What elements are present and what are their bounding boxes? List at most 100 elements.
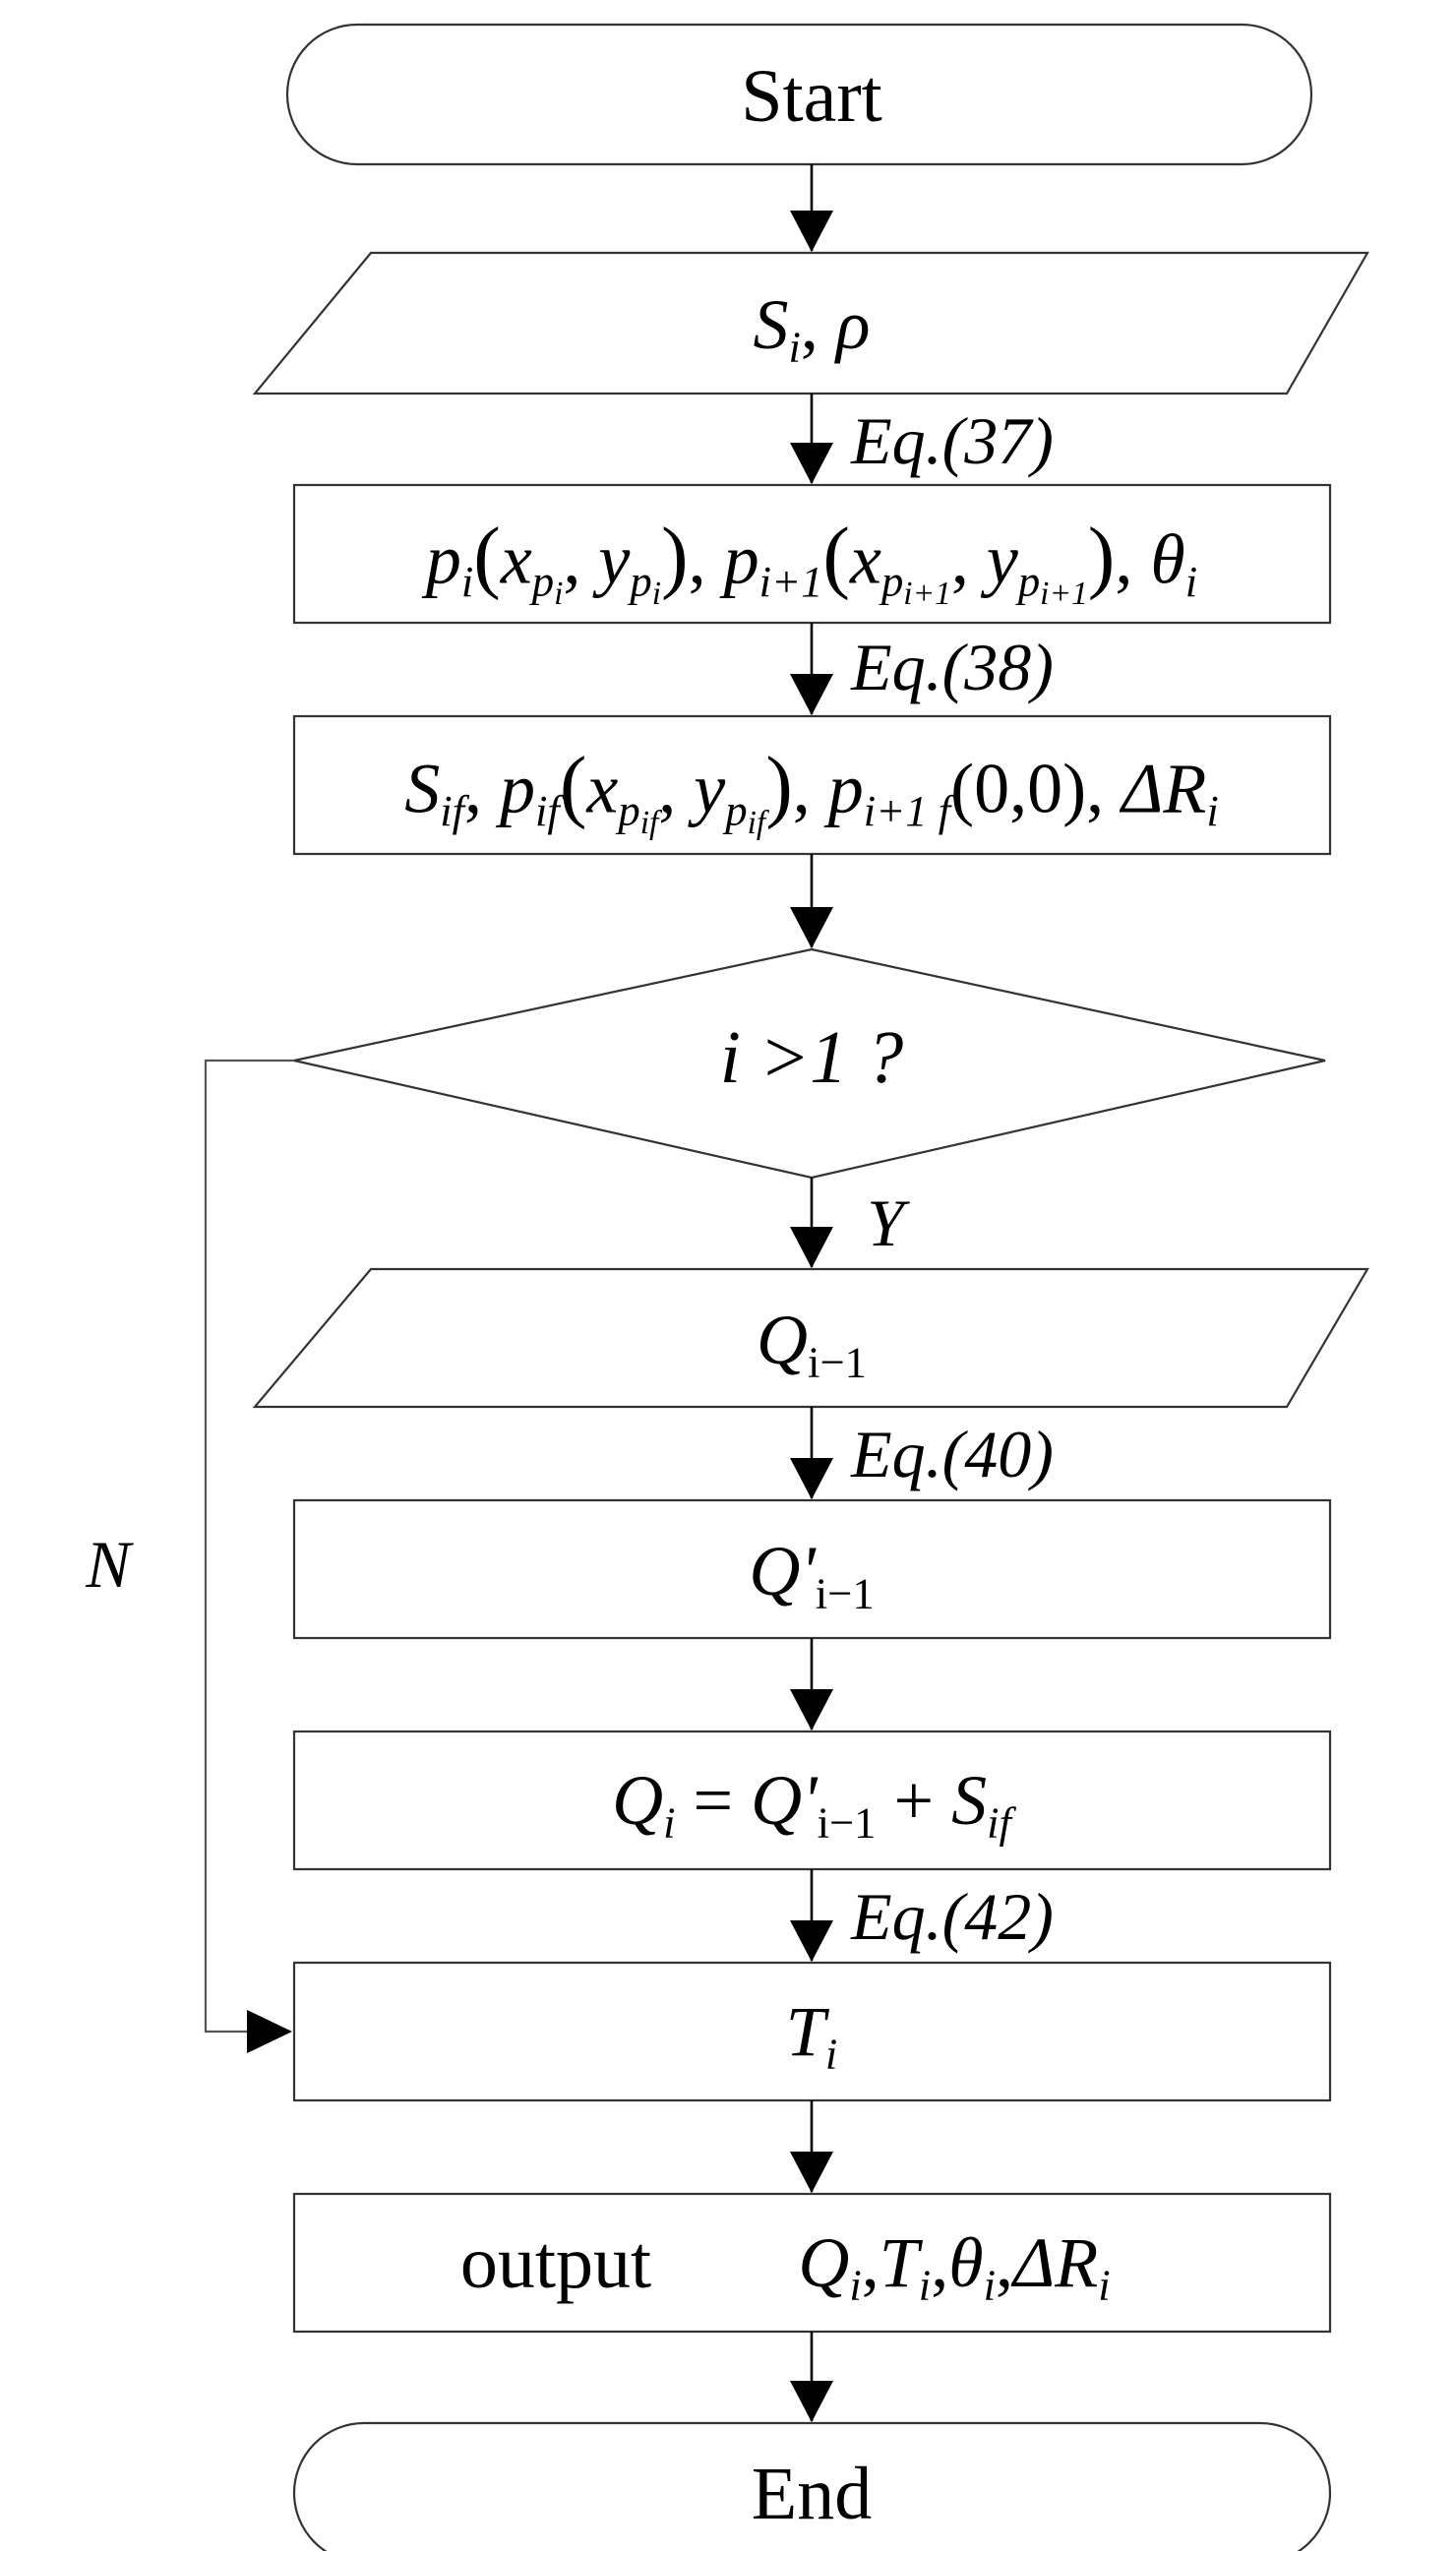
theta-symbol: θ bbox=[948, 2223, 984, 2302]
if-subscript: if bbox=[987, 1797, 1011, 1848]
q-symbol: Q bbox=[798, 2223, 850, 2302]
comma: , bbox=[464, 749, 501, 828]
p-subscript: p bbox=[630, 556, 652, 606]
t-label: Ti bbox=[786, 1996, 837, 2076]
right-paren: ) bbox=[661, 510, 689, 601]
i-subscript: i bbox=[983, 2260, 996, 2310]
s-symbol: S bbox=[951, 1761, 988, 1840]
p-subscript: p bbox=[531, 556, 555, 606]
comma: , bbox=[658, 749, 695, 828]
comma: , bbox=[792, 749, 828, 828]
comma: , bbox=[563, 519, 599, 599]
y-symbol: y bbox=[598, 519, 631, 599]
comma: , bbox=[800, 285, 836, 364]
input-q-box bbox=[252, 1267, 1369, 1409]
q-prime-symbol: Q' bbox=[749, 1532, 816, 1610]
arrowhead-6 bbox=[790, 1458, 833, 1499]
edge-label-eq40: Eq.(40) bbox=[851, 1417, 1054, 1491]
i-subscript: i bbox=[460, 556, 474, 606]
q-symbol: Q bbox=[612, 1761, 664, 1840]
no-branch-arrowhead bbox=[247, 2010, 292, 2053]
y-symbol: y bbox=[986, 519, 1018, 599]
i1f-subscript: i+1 f bbox=[863, 785, 951, 835]
points-label: pi(xpi, ypi), pi+1(xpi+1, ypi+1), θi bbox=[425, 515, 1197, 610]
t-symbol: T bbox=[879, 2223, 919, 2302]
i-subsubscript: i bbox=[651, 576, 662, 613]
t-symbol: T bbox=[785, 1992, 825, 2071]
start-terminal bbox=[285, 23, 1313, 166]
end-label: End bbox=[751, 2453, 873, 2535]
i-subscript: i bbox=[1184, 556, 1198, 606]
delta-r-symbol: ΔR bbox=[1122, 749, 1207, 828]
arrowhead-8 bbox=[790, 1920, 833, 1962]
y-symbol: y bbox=[694, 749, 726, 828]
i-subscript: i bbox=[849, 2260, 862, 2310]
edge-label-eq37: Eq.(37) bbox=[851, 403, 1054, 478]
comma: , bbox=[861, 2223, 880, 2302]
p-symbol: p bbox=[723, 519, 759, 599]
x-symbol: x bbox=[586, 749, 619, 828]
i-subscript: i bbox=[1206, 785, 1219, 835]
comma: , bbox=[1086, 749, 1122, 828]
if-subsubscript: if bbox=[747, 805, 766, 842]
arrowhead-10 bbox=[790, 2381, 833, 2422]
s-symbol: S bbox=[753, 285, 789, 364]
x-symbol: x bbox=[500, 519, 532, 599]
i1-subsubscript: i+1 bbox=[1040, 576, 1088, 613]
right-paren: ) bbox=[765, 739, 793, 830]
left-paren: ( bbox=[822, 510, 850, 601]
right-paren: ) bbox=[1087, 510, 1116, 601]
origin-value: (0,0) bbox=[950, 749, 1087, 828]
i1-subsubscript: i+1 bbox=[903, 576, 951, 613]
left-paren: ( bbox=[473, 510, 501, 601]
i-subscript: i bbox=[918, 2260, 932, 2310]
output-word: output bbox=[459, 2221, 652, 2304]
arrowhead-9 bbox=[790, 2152, 833, 2193]
arrowhead-4 bbox=[790, 907, 833, 948]
p-subscript: p bbox=[1017, 556, 1041, 606]
delta-r-symbol: ΔR bbox=[1012, 2223, 1099, 2302]
comma: , bbox=[688, 519, 724, 599]
comma: , bbox=[1115, 519, 1151, 599]
edge-label-eq38: Eq.(38) bbox=[851, 630, 1054, 704]
arrowhead-5 bbox=[790, 1227, 833, 1268]
p-symbol: p bbox=[425, 519, 461, 599]
if-subscript: if bbox=[535, 785, 560, 835]
p-symbol: p bbox=[500, 749, 536, 828]
edge-label-no: N bbox=[86, 1527, 131, 1602]
i-minus-1-subscript: i−1 bbox=[815, 1568, 875, 1618]
q-prime-symbol: Q' bbox=[751, 1761, 818, 1840]
arrowhead-1 bbox=[790, 211, 833, 252]
i-subscript: i bbox=[1098, 2260, 1111, 2310]
s-symbol: S bbox=[404, 749, 441, 828]
left-paren: ( bbox=[559, 739, 587, 830]
edge-label-yes: Y bbox=[867, 1185, 904, 1260]
output-values: Qi,Ti,θi,ΔRi bbox=[798, 2227, 1110, 2307]
x-symbol: x bbox=[849, 519, 881, 599]
q-symbol: Q bbox=[757, 1301, 809, 1379]
p-symbol: p bbox=[827, 749, 864, 828]
theta-symbol: θ bbox=[1150, 519, 1185, 599]
edge-label-eq42: Eq.(42) bbox=[851, 1879, 1054, 1954]
rho-symbol: ρ bbox=[835, 285, 871, 364]
if-subscript: if bbox=[440, 785, 465, 835]
start-label: Start bbox=[741, 55, 882, 138]
p-subscript: p bbox=[618, 785, 640, 835]
sif-label: Sif, pif(xpif, ypif), pi+1 f(0,0), ΔRi bbox=[404, 744, 1219, 839]
comma: , bbox=[931, 2223, 949, 2302]
no-branch-line bbox=[204, 1059, 294, 2034]
p-subscript: p bbox=[725, 785, 748, 835]
input-q-label: Qi−1 bbox=[757, 1305, 867, 1384]
comma: , bbox=[995, 2223, 1013, 2302]
equals-sign: = bbox=[675, 1761, 752, 1840]
comma: , bbox=[950, 519, 987, 599]
qsum-label: Qi = Q'i−1 + Sif bbox=[612, 1765, 1011, 1845]
arrowhead-7 bbox=[790, 1689, 833, 1731]
plus-sign: + bbox=[876, 1761, 952, 1840]
i-subscript: i bbox=[663, 1797, 676, 1848]
arrowhead-3 bbox=[790, 674, 833, 715]
decision-label: i >1 ? bbox=[719, 1016, 904, 1099]
i-subsubscript: i bbox=[554, 576, 564, 613]
arrowhead-2 bbox=[790, 443, 833, 484]
